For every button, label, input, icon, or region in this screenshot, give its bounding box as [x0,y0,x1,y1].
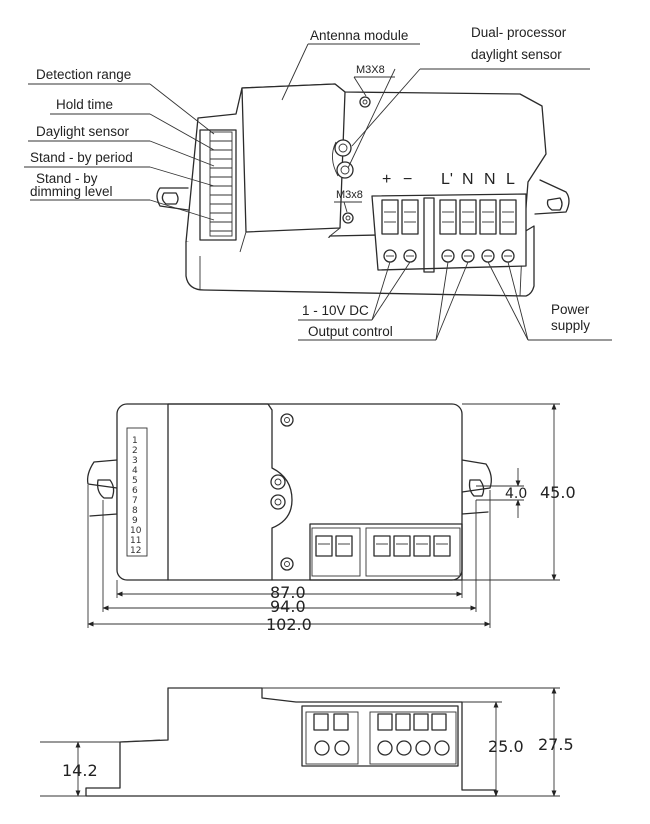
dim-height-4: 4.0 [505,486,527,502]
terminal-l: L [506,171,515,188]
label-dual-processor: Dual- processor [471,25,567,40]
label-1-10v-dc: 1 - 10V DC [302,303,369,318]
dip-switch-numbers: 1 2 3 4 5 6 7 8 9 10 11 12 [130,436,142,556]
dip-number: 11 [130,536,141,546]
leader-lines [24,43,612,341]
dip-number: 6 [132,486,138,496]
dip-number: 3 [132,456,138,466]
dip-number: 7 [132,496,138,506]
dip-number: 4 [132,466,138,476]
terminal-minus: − [403,171,412,188]
dip-number: 2 [132,446,138,456]
label-daylight-sensor: Daylight sensor [36,124,130,139]
label-antenna-module: Antenna module [310,28,408,43]
dim-side-14-2: 14.2 [62,761,98,780]
label-m3x8-top: M3X8 [356,64,385,76]
dim-width-94: 94.0 [270,597,306,616]
dim-width-102: 102.0 [266,615,312,634]
dim-width-87: 87.0 [270,583,306,602]
terminal-plus: + [382,171,391,188]
dim-height-45: 45.0 [540,483,576,502]
isometric-view: + − L' N N L Antenna module Dual- proces… [24,25,612,341]
dip-number: 8 [132,506,138,516]
top-view: 1 2 3 4 5 6 7 8 9 10 11 12 [86,403,576,634]
side-view: 25.0 27.5 14.2 [40,687,574,797]
label-hold-time: Hold time [56,97,113,112]
dip-number: 1 [132,436,138,446]
label-output-control: Output control [308,324,393,339]
label-m3x8-low: M3x8 [336,189,363,201]
label-standby-dimming-line1: Stand - by [36,171,98,186]
dip-number: 10 [130,526,142,536]
label-supply: supply [551,318,590,333]
dim-side-25: 25.0 [488,737,524,756]
label-detection-range: Detection range [36,67,131,82]
label-power: Power [551,302,590,317]
dim-side-27-5: 27.5 [538,735,574,754]
terminal-n2: N [484,171,496,188]
terminal-l-prime: L' [441,171,453,188]
dip-number: 12 [130,546,141,556]
dip-number: 9 [132,516,138,526]
label-standby-period: Stand - by period [30,150,133,165]
label-standby-dimming-line2: dimming level [30,184,113,199]
label-daylight-sensor-line2: daylight sensor [471,47,562,62]
dip-number: 5 [132,476,138,486]
terminal-n1: N [462,171,474,188]
